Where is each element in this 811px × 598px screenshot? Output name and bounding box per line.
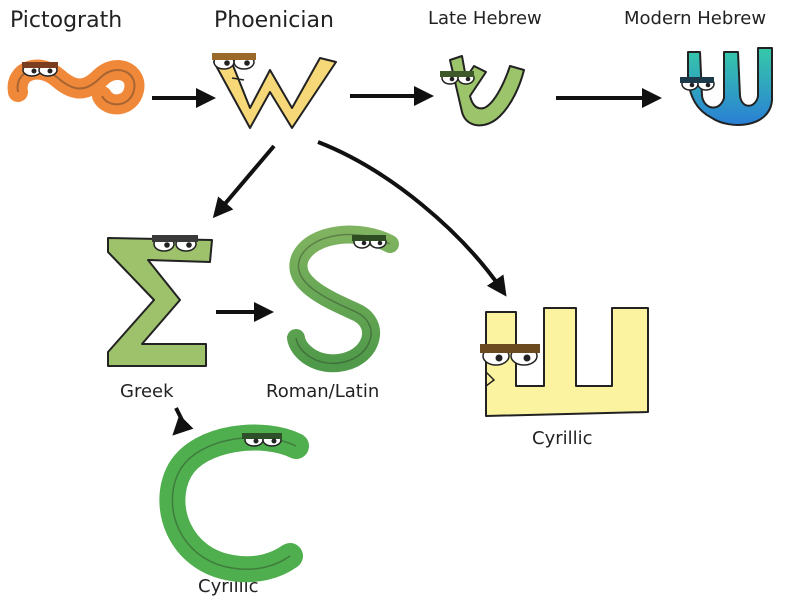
modern-hebrew-character (680, 47, 773, 126)
pictograth-character (7, 59, 145, 115)
late-hebrew-character (440, 55, 525, 127)
greek-character (107, 235, 213, 367)
greek-eyes (152, 235, 198, 252)
edge-phoenician-cyrillic-sha (317, 140, 507, 297)
label-modern-hebrew: Modern Hebrew (624, 8, 767, 29)
label-roman-latin: Roman/Latin (266, 381, 380, 402)
label-greek: Greek (120, 381, 174, 402)
pictograth-eyes (22, 62, 58, 77)
label-phoenician: Phoenician (214, 8, 334, 33)
phoenician-eyes (212, 53, 256, 81)
edge-greek-cyrillic-es (172, 407, 194, 436)
phoenician-character (212, 53, 337, 129)
modern-hebrew-eyes (680, 77, 715, 91)
cyrillic-sha-eyes (480, 344, 540, 387)
cyrillic-es-character (159, 424, 309, 583)
label-pictograth: Pictograth (10, 8, 123, 33)
label-cyrillic-sha: Cyrillic (532, 428, 593, 449)
cyrillic-es-eyes (242, 433, 282, 447)
late-hebrew-eyes (440, 71, 475, 85)
edges (152, 86, 662, 436)
roman-latin-eyes (352, 235, 387, 249)
label-late-hebrew: Late Hebrew (428, 8, 542, 29)
edge-phoenician-greek (212, 144, 276, 219)
cyrillic-sha-character (480, 307, 649, 417)
roman-latin-character (287, 225, 399, 373)
